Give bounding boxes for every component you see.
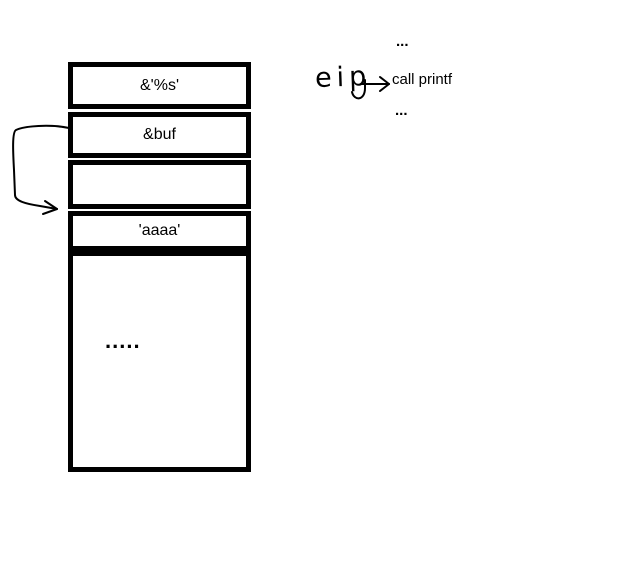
stack-box-aaaa: 'aaaa' <box>68 211 251 251</box>
stack-box-rest: ..... <box>68 251 251 472</box>
ellipsis-bottom: ... <box>395 102 408 119</box>
eip-label: eip <box>314 61 372 94</box>
stack-box-empty <box>68 160 251 209</box>
stack-box-label: &'%s' <box>139 76 179 94</box>
stack-box-label: &buf <box>143 126 176 143</box>
stack-box-format-string-pointer: &'%s' <box>68 62 251 109</box>
call-printf-label: call printf <box>392 71 453 88</box>
stack-box-label: ..... <box>105 328 141 353</box>
stack-box-buf-pointer: &buf <box>68 112 251 158</box>
buf-loop-arrow <box>12 124 70 215</box>
stack-box-label: 'aaaa' <box>138 222 181 239</box>
ellipsis-top: ... <box>396 33 409 50</box>
